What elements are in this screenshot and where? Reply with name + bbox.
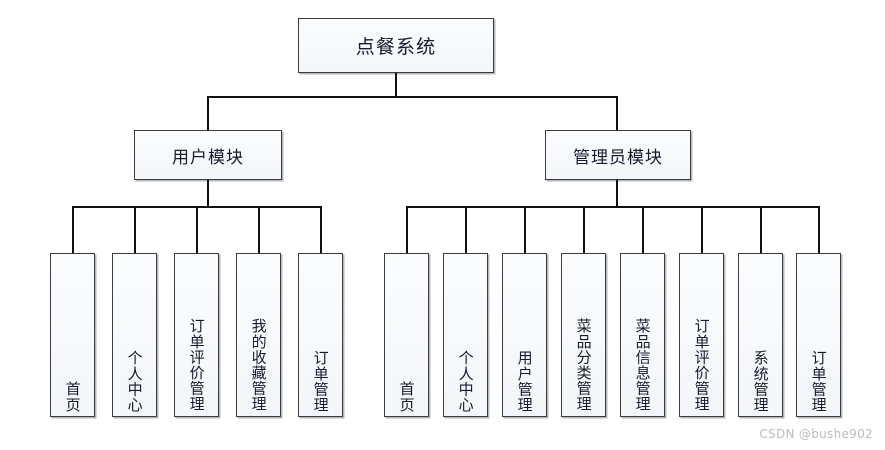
- node-admin-child-dish-category-management[interactable]: 菜品分类管理: [561, 253, 606, 417]
- connector-user-child-2: [134, 206, 136, 253]
- node-admin-child-order-review-management[interactable]: 订单评价管理: [679, 253, 724, 417]
- connector-admin-module-stem: [616, 180, 618, 207]
- node-admin-module[interactable]: 管理员模块: [545, 130, 691, 180]
- node-user-child-order-management[interactable]: 订单管理: [298, 253, 343, 417]
- connector-admin-child-4: [583, 206, 585, 253]
- node-user-child-my-favorites-management[interactable]: 我的收藏管理: [236, 253, 281, 417]
- connector-user-child-5: [320, 206, 322, 253]
- csdn-watermark: CSDN @bushe902: [759, 427, 873, 441]
- node-user-child-order-review-management-label: 订单评价管理: [187, 318, 206, 412]
- node-admin-child-system-management[interactable]: 系统管理: [738, 253, 783, 417]
- node-user-module-label: 用户模块: [171, 147, 245, 168]
- node-admin-child-dish-info-management-label: 菜品信息管理: [633, 318, 652, 412]
- connector-admin-child-8: [818, 206, 820, 253]
- connector-user-child-4: [258, 206, 260, 253]
- node-user-child-personal-center-label: 个人中心: [125, 349, 144, 412]
- connector-user-child-1: [72, 206, 74, 253]
- connector-to-admin-module: [616, 96, 618, 130]
- node-admin-child-home[interactable]: 首页: [384, 253, 429, 417]
- connector-user-module-stem: [207, 180, 209, 207]
- node-admin-child-personal-center-label: 个人中心: [456, 349, 475, 412]
- node-admin-child-personal-center[interactable]: 个人中心: [443, 253, 488, 417]
- node-user-child-personal-center[interactable]: 个人中心: [112, 253, 157, 417]
- connector-admin-child-5: [642, 206, 644, 253]
- node-admin-child-system-management-label: 系统管理: [751, 349, 770, 412]
- node-admin-child-order-review-management-label: 订单评价管理: [692, 318, 711, 412]
- node-user-child-home[interactable]: 首页: [50, 253, 95, 417]
- node-user-module[interactable]: 用户模块: [134, 130, 282, 180]
- connector-admin-children-bus: [406, 206, 818, 208]
- node-admin-child-dish-info-management[interactable]: 菜品信息管理: [620, 253, 665, 417]
- node-admin-module-label: 管理员模块: [572, 147, 664, 168]
- connector-root-stem: [395, 73, 397, 97]
- node-admin-child-home-label: 首页: [397, 380, 416, 412]
- node-admin-child-user-management[interactable]: 用户管理: [502, 253, 547, 417]
- connector-user-child-3: [196, 206, 198, 253]
- node-root-label: 点餐系统: [355, 36, 437, 58]
- connector-level2-bus: [207, 96, 617, 98]
- connector-to-user-module: [207, 96, 209, 130]
- connector-admin-child-3: [524, 206, 526, 253]
- connector-admin-child-7: [760, 206, 762, 253]
- node-root-ordering-system[interactable]: 点餐系统: [298, 18, 494, 73]
- node-admin-child-order-management-label: 订单管理: [809, 349, 828, 412]
- node-admin-child-order-management[interactable]: 订单管理: [796, 253, 841, 417]
- node-admin-child-user-management-label: 用户管理: [515, 349, 534, 412]
- node-user-child-my-favorites-management-label: 我的收藏管理: [249, 318, 268, 412]
- connector-admin-child-6: [701, 206, 703, 253]
- connector-admin-child-2: [465, 206, 467, 253]
- node-user-child-order-management-label: 订单管理: [311, 349, 330, 412]
- node-user-child-order-review-management[interactable]: 订单评价管理: [174, 253, 219, 417]
- node-admin-child-dish-category-management-label: 菜品分类管理: [574, 318, 593, 412]
- node-user-child-home-label: 首页: [63, 380, 82, 412]
- connector-admin-child-1: [406, 206, 408, 253]
